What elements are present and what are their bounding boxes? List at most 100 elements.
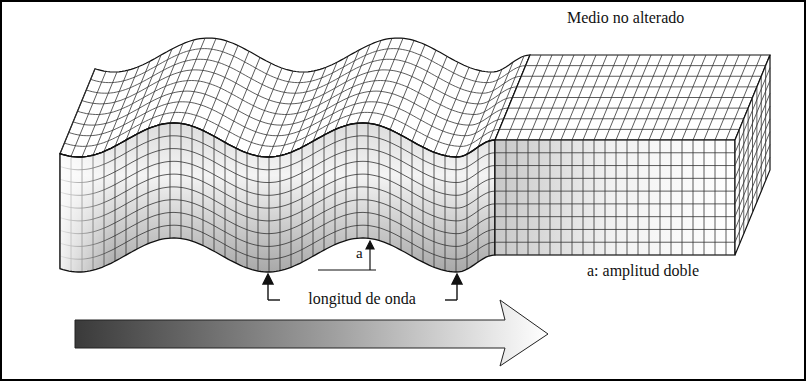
mesh-line [499,129,739,130]
mesh-line [390,45,425,130]
mesh-line [682,55,717,140]
mesh-line [495,152,735,153]
mesh-line [594,55,629,140]
mesh-line [506,140,507,255]
mesh-line [86,59,521,93]
mesh-line [495,229,735,230]
mesh-line [735,144,770,229]
mesh-line [495,203,735,204]
mesh-line [236,63,271,148]
mesh-line [715,140,716,255]
wave-front-face [60,123,495,272]
mesh-line [756,87,757,202]
mesh-line [225,57,260,142]
mesh-line [605,55,640,140]
propagation-arrow [75,300,548,366]
mesh-line [726,140,727,255]
mesh-line [616,55,651,140]
mesh-line [561,55,596,140]
mesh-line [539,55,574,140]
mesh-line [324,50,359,135]
mesh-line [335,45,370,130]
mesh-line [401,50,436,135]
box-front [495,140,735,255]
front-outline [60,123,495,272]
mesh-line [521,76,761,77]
mesh-line [735,81,770,166]
mesh-line [735,93,770,178]
mesh-line [594,140,595,255]
mesh-line [346,40,381,125]
mesh-line [638,55,673,140]
mesh-line [743,119,744,234]
mesh-line [423,62,458,147]
mesh-line [583,55,618,140]
mesh-line [258,71,293,156]
mesh-line [517,55,552,140]
mesh-line [506,55,541,140]
mesh-line [627,55,662,140]
wavelength-label: longitud de onda [305,290,419,308]
mesh-line [735,132,770,217]
mesh-line [671,55,706,140]
mesh-line [495,191,735,192]
mesh-line [528,140,529,255]
mesh-line [71,71,106,156]
mesh-line [735,106,770,191]
mesh-line [78,81,513,115]
mesh-line [495,165,735,166]
mesh-line [605,140,606,255]
mesh-line [159,40,194,125]
mesh-line [735,119,770,204]
mesh-line [660,140,661,255]
mesh-line [660,55,695,140]
mesh-line [739,129,740,244]
mesh-line [638,140,639,255]
mesh-line [649,55,684,140]
region-label: Medio no alterado [567,9,684,27]
mesh-line [735,157,770,242]
mesh-line [616,140,617,255]
mesh-line [526,65,766,66]
mesh-line [445,71,480,156]
mesh-line [357,38,392,123]
mesh-line [627,140,628,255]
mesh-line [682,140,683,255]
amplitude-baseline [318,269,376,270]
mesh-line [735,68,770,153]
mesh-line [513,97,753,98]
mesh-line [572,55,607,140]
mesh-line [495,178,735,179]
mesh-line [572,140,573,255]
mesh-line [203,46,238,131]
box-side [735,55,770,255]
mesh-line [82,70,517,104]
mesh-line [761,76,762,191]
mesh-line [704,140,705,255]
mesh-line [91,49,526,83]
mesh-line [269,72,304,157]
mesh-line [148,44,183,129]
mesh-line [693,140,694,255]
mesh-line [214,51,249,136]
mesh-line [550,55,585,140]
legend-note: a: amplitud doble [587,262,699,280]
mesh-line [649,140,650,255]
mesh-line [693,55,728,140]
bracket-left-foot [268,299,280,300]
front-top-edge [60,123,495,157]
mesh-line [517,86,757,87]
mesh-line [192,41,227,126]
mesh-line [508,108,748,109]
mesh-line [748,108,749,223]
mesh-line [379,40,414,125]
bracket-right-head [452,274,462,284]
bracket-right-foot [445,299,457,300]
mesh-line [73,91,508,125]
mesh-line [504,118,744,119]
mesh-line [671,140,672,255]
front-face [60,123,495,272]
